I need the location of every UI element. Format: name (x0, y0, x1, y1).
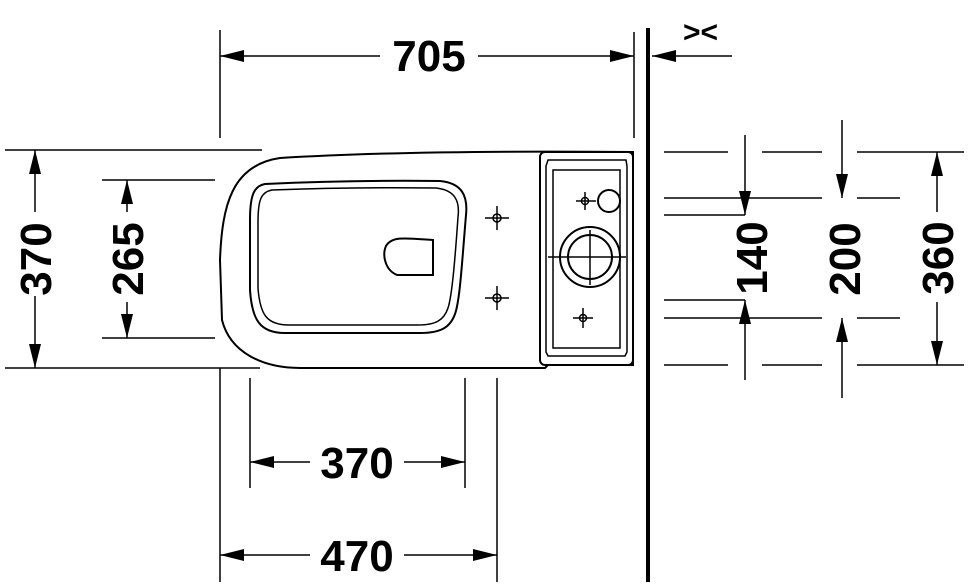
dimension-label-370-left: 370 (12, 222, 61, 295)
dimension-seat-width: 265 (102, 179, 215, 339)
dimension-bowl-width: 370 (5, 149, 262, 369)
dimension-tank-140: 140 (728, 135, 777, 380)
dimension-label-370-bottom: 370 (320, 439, 393, 488)
tank-fixing-hole-icon (573, 308, 593, 328)
dimension-total-length: 705 (219, 30, 732, 138)
flush-button-icon (576, 189, 621, 213)
dimension-label-140: 140 (728, 221, 777, 294)
dimension-tank-360: 360 (914, 152, 963, 365)
fixing-hole-bottom-icon (485, 286, 509, 310)
dimension-label-265: 265 (104, 222, 153, 295)
dimension-label-200: 200 (821, 222, 870, 295)
seat-outline (249, 179, 468, 334)
wall-symbol: >< (683, 16, 718, 49)
dimension-label-470: 470 (320, 532, 393, 581)
dimension-tank-200: 200 (821, 120, 870, 398)
dimension-fixing-distance: 470 (219, 368, 498, 582)
fixing-hole-top-icon (485, 206, 509, 230)
dimension-label-360: 360 (914, 221, 963, 294)
cistern (539, 151, 634, 366)
water-inlet-icon (548, 226, 626, 288)
dimension-bowl-inner-length: 370 (249, 378, 466, 488)
seat-inner-outline (257, 187, 460, 326)
wall: >< (633, 16, 718, 582)
bowl-outer-outline (218, 150, 634, 369)
drain-outlet (383, 237, 434, 276)
dimension-label-705: 705 (392, 32, 465, 81)
toilet-outline (218, 150, 634, 369)
